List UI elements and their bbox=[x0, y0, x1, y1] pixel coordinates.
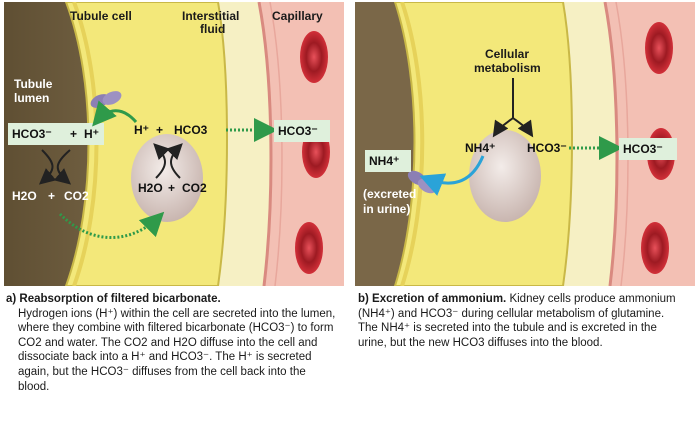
metabolism-arrow-left bbox=[492, 117, 514, 138]
red-blood-cell bbox=[295, 222, 323, 274]
panel-a-illustration: Tubule cell Interstitial fluid Capillary… bbox=[4, 2, 344, 286]
label-tubule: Tubule bbox=[14, 77, 53, 91]
label-interstitial: Interstitial bbox=[182, 9, 239, 23]
blood-molecule-box bbox=[619, 138, 677, 160]
caption-b-body: Kidney cells produce ammonium (NH4⁺) and… bbox=[358, 293, 676, 349]
red-blood-cell bbox=[641, 222, 669, 274]
cell-hco3: HCO3 bbox=[174, 123, 208, 137]
lumen-h: H⁺ bbox=[84, 127, 99, 141]
cell-h2o: H2O bbox=[138, 181, 163, 195]
panel-b-illustration: Cellular metabolism NH4⁺ HCO3⁻ NH4⁺ (exc… bbox=[355, 2, 695, 286]
reaction-arrow bbox=[153, 143, 171, 179]
caption-a-title: a) Reabsorption of filtered bicarbonate. bbox=[6, 293, 221, 305]
apical-membrane bbox=[400, 2, 425, 286]
blood-molecule-box bbox=[274, 120, 330, 142]
nh4-secretion-arrow bbox=[419, 155, 485, 196]
reaction-arrow bbox=[53, 149, 72, 185]
panel-b-ammonium-excretion: Cellular metabolism NH4⁺ HCO3⁻ NH4⁺ (exc… bbox=[355, 2, 695, 286]
lumen-molecule-box bbox=[8, 123, 104, 145]
cell-co2: CO2 bbox=[182, 181, 207, 195]
red-blood-cell bbox=[645, 22, 673, 74]
blood-hco3: HCO3⁻ bbox=[278, 124, 318, 138]
caption-b: b) Excretion of ammonium. Kidney cells p… bbox=[358, 292, 678, 350]
lumen-h2o: H2O bbox=[12, 189, 37, 203]
reaction-arrow bbox=[38, 149, 57, 185]
caption-a-body: Hydrogen ions (H⁺) within the cell are s… bbox=[18, 307, 336, 393]
cell-h: H⁺ bbox=[134, 123, 149, 137]
reaction-arrow bbox=[165, 143, 183, 179]
lumen-nh4: NH4⁺ bbox=[369, 154, 399, 168]
nucleus bbox=[469, 130, 541, 222]
lumen-co2: CO2 bbox=[64, 189, 89, 203]
blood-hco3: HCO3⁻ bbox=[623, 142, 663, 156]
capillary-wall-inner bbox=[269, 2, 283, 286]
lumen-molecule-box bbox=[365, 150, 411, 172]
red-blood-cell bbox=[300, 31, 328, 83]
label-lumen: lumen bbox=[14, 91, 49, 105]
label-cellular: Cellular bbox=[485, 47, 529, 61]
lumen-plus: + bbox=[70, 127, 77, 141]
cell-plus: + bbox=[156, 123, 163, 137]
nucleus bbox=[131, 134, 203, 222]
h-secretion-arrow bbox=[92, 100, 138, 127]
label-metabolism: metabolism bbox=[474, 61, 541, 75]
cell-nh4: NH4⁺ bbox=[465, 141, 495, 155]
diffusion-into-cell-arrow bbox=[58, 211, 165, 239]
capillary-wall bbox=[257, 2, 273, 286]
panel-a-bicarbonate-reabsorption: Tubule cell Interstitial fluid Capillary… bbox=[4, 2, 344, 286]
cell-hco3: HCO3⁻ bbox=[527, 141, 567, 155]
caption-a: a) Reabsorption of filtered bicarbonate.… bbox=[6, 292, 336, 394]
label-in-urine: in urine) bbox=[363, 202, 410, 216]
label-capillary: Capillary bbox=[272, 9, 323, 23]
lumen-plus2: + bbox=[48, 189, 55, 203]
metabolism-arrow-right bbox=[512, 117, 534, 138]
lumen-hco3: HCO3⁻ bbox=[12, 127, 52, 141]
cell-plus2: + bbox=[168, 181, 175, 195]
label-excreted: (excreted bbox=[363, 187, 416, 201]
label-fluid: fluid bbox=[200, 22, 225, 36]
label-tubule-cell: Tubule cell bbox=[70, 9, 132, 23]
caption-b-title: b) Excretion of ammonium. bbox=[358, 293, 507, 305]
